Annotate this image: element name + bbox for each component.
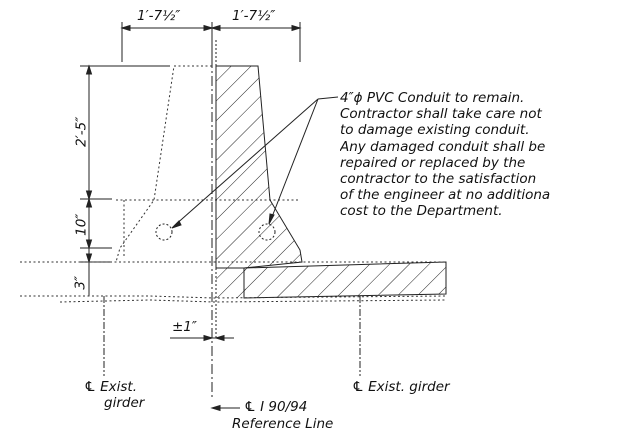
deck-lines <box>20 261 447 303</box>
note-line: repaired or replaced by the <box>340 154 526 171</box>
offset-dimension <box>170 334 234 342</box>
note-line: 4″ϕ PVC Conduit to remain. <box>340 90 525 106</box>
existing-conduit-right <box>258 223 276 241</box>
note-line: cost to the Department. <box>340 203 503 220</box>
dim-vertical-upper: 2′-5″ <box>73 116 90 147</box>
dim-top-right: 1′-7½″ <box>232 8 276 24</box>
ref-line-label-2: Reference Line <box>232 416 334 432</box>
dim-vertical-lower: 3″ <box>72 275 89 290</box>
top-dimension <box>120 22 302 62</box>
dim-top-left: 1′-7½″ <box>137 8 181 24</box>
new-barrier-section <box>215 65 303 269</box>
ref-line-text: I 90/94 <box>260 399 308 415</box>
ref-line-label: ℄I 90/94 <box>244 399 308 415</box>
note-line: Contractor shall take care not <box>340 106 542 123</box>
deck-hatched-strip <box>243 261 447 299</box>
note-line: of the engineer at no additiona <box>340 187 551 204</box>
right-girder-label: ℄Exist. girder <box>352 379 450 395</box>
dim-offset: ±1″ <box>172 319 197 335</box>
girder-centerlines <box>103 296 361 376</box>
note-leaders <box>171 96 339 229</box>
existing-conduit-left <box>155 223 173 241</box>
note-line: contractor to the satisfaction <box>340 170 537 187</box>
right-girder-text: Exist. girder <box>368 379 450 395</box>
conduit-note: 4″ϕ PVC Conduit to remain. Contractor sh… <box>340 90 630 220</box>
left-girder-line1: Exist. <box>100 379 137 395</box>
reference-line <box>211 40 217 400</box>
centerline-symbol: ℄ <box>244 399 257 415</box>
note-line: Any damaged conduit shall be <box>340 138 546 155</box>
centerline-symbol: ℄ <box>352 379 365 395</box>
left-girder-label: ℄Exist. <box>84 379 137 395</box>
centerline-symbol: ℄ <box>84 379 97 395</box>
left-girder-label-2: girder <box>104 395 145 411</box>
note-line: to damage existing conduit. <box>340 122 530 139</box>
left-dimension <box>80 64 170 296</box>
dim-vertical-middle: 10″ <box>73 213 90 236</box>
ref-line-pointer <box>210 404 240 412</box>
